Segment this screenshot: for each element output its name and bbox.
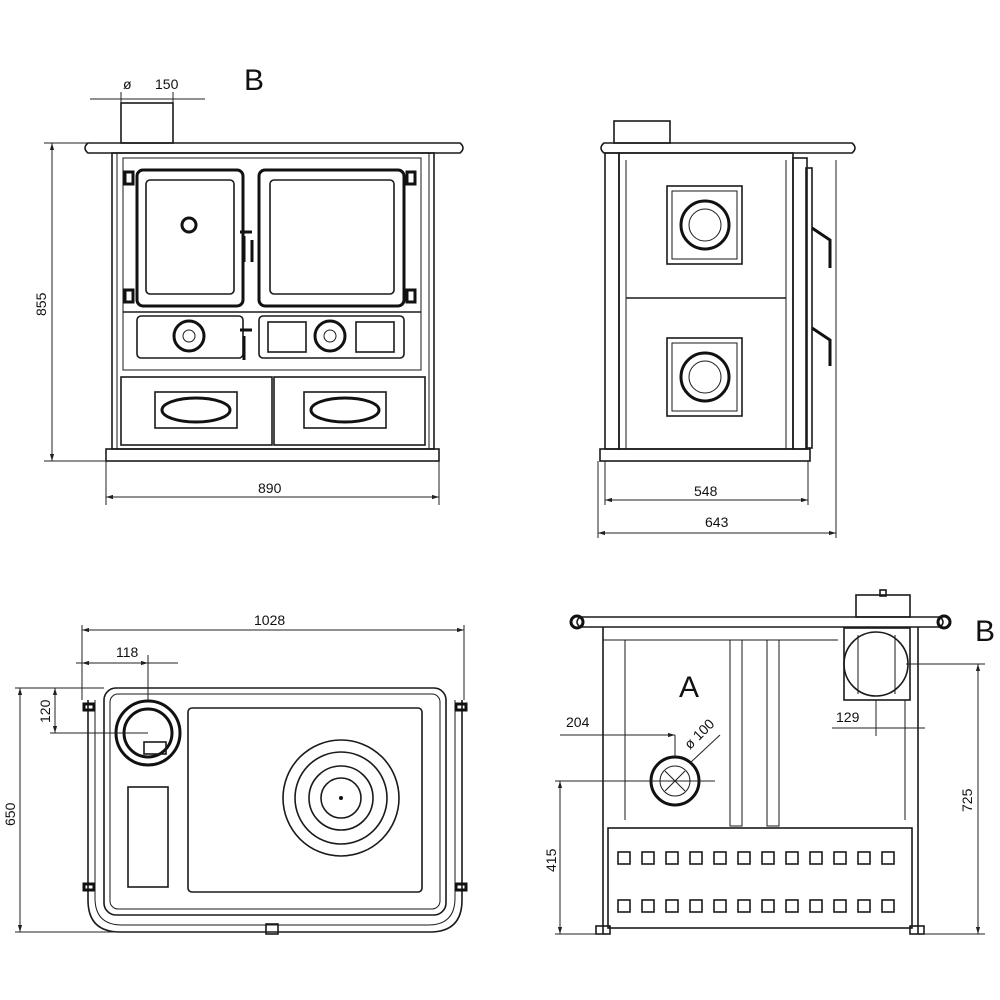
top-firebox-lid <box>127 786 169 888</box>
grille-slot <box>617 899 631 913</box>
grille-slot <box>713 899 727 913</box>
front-thermometer <box>180 216 198 234</box>
front-drawer-right <box>273 376 426 446</box>
rear-inlet-height-label: 415 <box>543 848 559 872</box>
rear-view <box>569 589 952 935</box>
grille-slot <box>809 851 823 865</box>
rear-dimensions: A B 204 ø 100 415 129 725 <box>543 615 995 935</box>
grille-slot <box>737 899 751 913</box>
front-door-handle <box>240 230 254 262</box>
front-left-door <box>135 168 245 308</box>
grille-slot <box>641 851 655 865</box>
rear-flue-height-label: 725 <box>959 788 975 812</box>
top-depth-label: 650 <box>2 802 18 826</box>
side-body <box>618 152 794 450</box>
grille-slot <box>761 851 775 865</box>
grille-slot <box>785 851 799 865</box>
grille-slot <box>689 899 703 913</box>
front-ref-letter-b: B <box>244 64 264 97</box>
front-height-label: 855 <box>33 292 49 316</box>
rear-grille <box>607 827 913 929</box>
rear-flue-box <box>843 627 911 701</box>
top-flue-offset-x-label: 118 <box>116 644 139 660</box>
grille-slot <box>857 851 871 865</box>
grille-slot <box>689 851 703 865</box>
front-top-plate <box>84 142 464 154</box>
front-dimensions: ø 150 B 855 890 <box>33 64 440 505</box>
side-vent-top <box>666 185 743 265</box>
rear-inlet-diameter-label: ø 100 <box>681 715 718 752</box>
grille-slot <box>785 899 799 913</box>
grille-slot <box>809 899 823 913</box>
rear-top-plate <box>576 616 944 628</box>
front-drawer-left <box>120 376 273 446</box>
grille-slot <box>881 851 895 865</box>
side-top-plate <box>600 142 856 154</box>
rear-flue-offset-label: 129 <box>836 709 860 725</box>
grille-slot <box>665 851 679 865</box>
side-handles <box>811 226 832 366</box>
side-vent-bottom <box>666 337 743 417</box>
front-air-regulator <box>172 319 206 353</box>
grille-slot <box>641 899 655 913</box>
rear-ref-letter-b: B <box>975 615 995 648</box>
rear-inlet-offset-label: 204 <box>566 714 590 730</box>
side-dimensions: 548 643 <box>597 160 837 538</box>
grille-slot <box>833 851 847 865</box>
side-depth-body-label: 548 <box>694 483 718 499</box>
front-air-regulator-2 <box>313 319 347 353</box>
grille-slot <box>617 851 631 865</box>
grille-slot <box>881 899 895 913</box>
grille-slot <box>761 899 775 913</box>
top-hob-rings <box>320 777 362 819</box>
front-width-label: 890 <box>258 480 282 496</box>
front-flue-pipe <box>120 102 174 144</box>
top-dimensions: 1028 118 650 120 <box>2 612 465 933</box>
side-base <box>599 448 811 462</box>
front-base <box>105 448 440 462</box>
front-view <box>84 102 464 462</box>
side-depth-total-label: 643 <box>705 514 729 530</box>
rear-flue-pipe <box>855 594 911 618</box>
rear-grille-slots <box>617 851 895 913</box>
front-right-door <box>257 168 406 308</box>
grille-slot <box>857 899 871 913</box>
grille-slot <box>833 899 847 913</box>
side-flue-pipe <box>613 120 671 144</box>
top-hob-plate <box>187 707 423 893</box>
top-plate <box>103 687 447 916</box>
front-flue-value: 150 <box>155 76 179 92</box>
front-flue-symbol: ø <box>123 76 132 92</box>
grille-slot <box>713 851 727 865</box>
grille-slot <box>737 851 751 865</box>
rear-ref-letter-a: A <box>679 671 699 704</box>
grille-slot <box>665 899 679 913</box>
top-total-width-label: 1028 <box>254 612 285 628</box>
top-rail <box>87 700 463 933</box>
top-view <box>82 687 468 935</box>
top-flue-offset-y-label: 120 <box>37 699 53 723</box>
side-view <box>599 120 856 462</box>
